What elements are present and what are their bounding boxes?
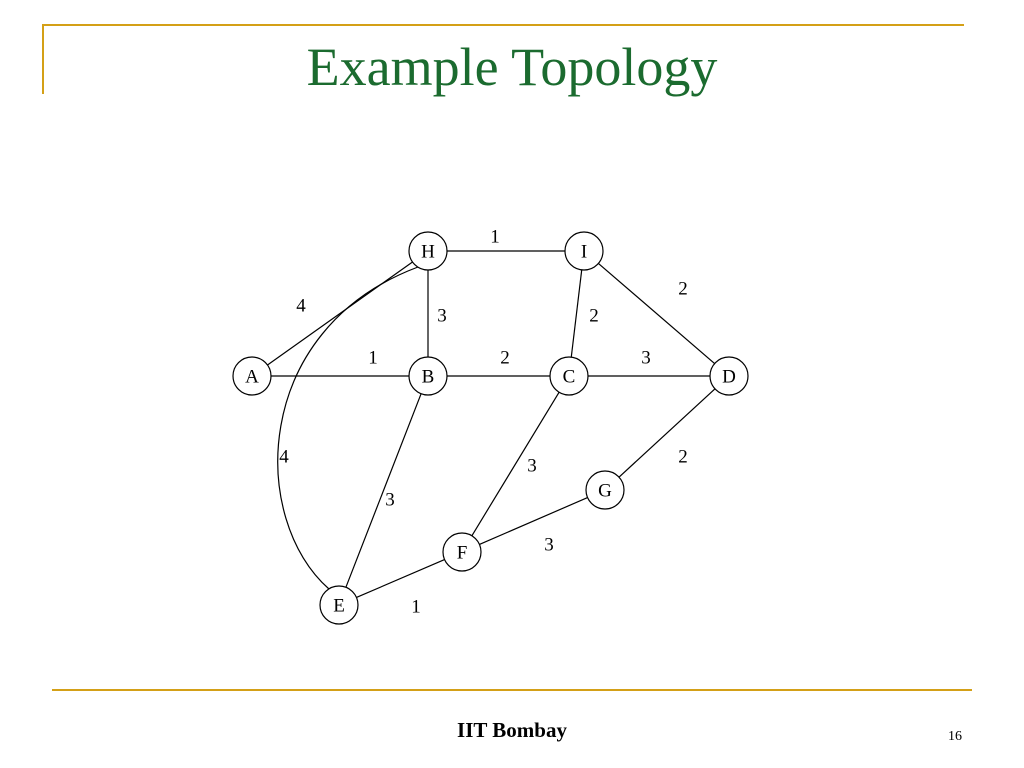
node-label-f: F: [457, 543, 468, 564]
edge-b-e: [345, 393, 422, 588]
page-number: 16: [948, 729, 962, 744]
edge-c-f: [471, 391, 560, 537]
edge-weight-c-f: 3: [527, 456, 537, 477]
left-accent-rule: [42, 24, 44, 94]
footer-institution: IIT Bombay: [457, 718, 567, 742]
edge-weight-f-g: 3: [544, 535, 554, 556]
node-circle-c: [549, 356, 589, 396]
edge-weight-c-d: 3: [641, 348, 651, 369]
edges-layer: [267, 250, 716, 599]
edge-f-g: [479, 497, 588, 545]
edge-i-c: [570, 269, 583, 358]
edge-weight-a-b: 1: [368, 348, 378, 369]
slide-title: Example Topology: [306, 37, 718, 97]
edge-weight-i-d: 2: [678, 279, 688, 300]
node-h: H: [408, 231, 448, 271]
node-label-c: C: [563, 367, 576, 388]
node-circle-e: [319, 585, 359, 625]
node-g: G: [585, 470, 625, 510]
edge-weight-b-c: 2: [500, 348, 510, 369]
footer-rule: [52, 689, 972, 691]
edge-weight-h-a: 4: [296, 296, 306, 317]
nodes-layer: H I A B C D G F E: [232, 231, 749, 625]
edge-h-e: [277, 266, 419, 590]
node-label-d: D: [722, 367, 736, 388]
node-b: B: [408, 356, 448, 396]
edge-weight-h-i: 1: [490, 227, 500, 248]
node-label-b: B: [422, 367, 435, 388]
edge-weight-e-f: 1: [411, 597, 421, 618]
top-accent-rule: [42, 24, 964, 26]
edge-weight-b-e: 3: [385, 490, 395, 511]
node-circle-d: [709, 356, 749, 396]
node-d: D: [709, 356, 749, 396]
edge-i-d: [597, 262, 716, 365]
node-i: I: [564, 231, 604, 271]
node-c: C: [549, 356, 589, 396]
node-circle-g: [585, 470, 625, 510]
edge-weight-h-e: 4: [279, 447, 289, 468]
node-label-h: H: [421, 242, 435, 263]
node-circle-f: [442, 532, 482, 572]
edge-h-a: [267, 261, 413, 366]
node-label-g: G: [598, 481, 612, 502]
node-circle-b: [408, 356, 448, 396]
weights-layer: 1 2 4 3 2 1 2 3 4 3 3 2 3 1: [279, 227, 688, 618]
edge-d-g: [618, 388, 716, 478]
node-label-i: I: [581, 242, 587, 263]
node-circle-h: [408, 231, 448, 271]
edge-e-f: [356, 558, 445, 599]
edge-weight-i-c: 2: [589, 306, 599, 327]
node-label-a: A: [245, 367, 259, 388]
edge-weight-h-b: 3: [437, 306, 447, 327]
node-circle-i: [564, 231, 604, 271]
node-a: A: [232, 356, 272, 396]
edge-weight-d-g: 2: [678, 447, 688, 468]
node-e: E: [319, 585, 359, 625]
node-circle-a: [232, 356, 272, 396]
node-label-e: E: [333, 596, 345, 617]
node-f: F: [442, 532, 482, 572]
